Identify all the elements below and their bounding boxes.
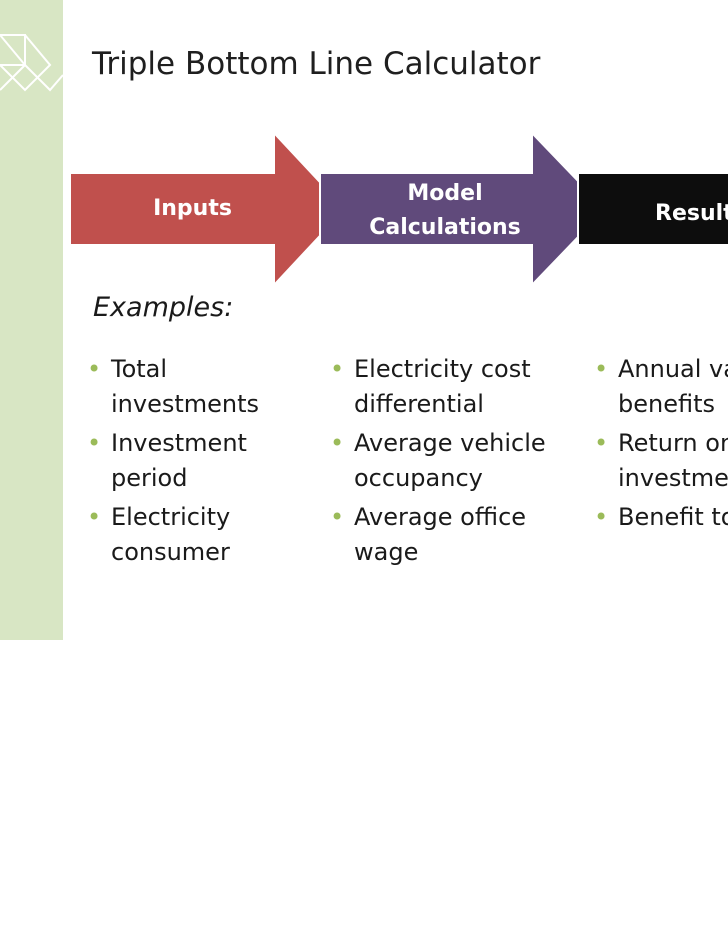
- bullet-icon: •: [594, 429, 609, 457]
- bullet-icon: •: [87, 355, 102, 383]
- inputs-arrow: [69, 130, 347, 288]
- bullet-icon: •: [594, 503, 609, 531]
- bullet-icon: •: [87, 503, 102, 531]
- examples-heading: Examples:: [93, 292, 234, 323]
- bullet-icon: •: [87, 429, 102, 457]
- results-examples-list: •Annual value of benefits •Return on inv…: [572, 352, 728, 539]
- inputs-label: Inputs: [153, 196, 232, 221]
- list-item: •Benefit to cost ratio: [572, 500, 728, 535]
- slide-title: Triple Bottom Line Calculator: [92, 46, 541, 82]
- results-label: Results: [655, 201, 728, 226]
- list-item: •Average vehicle occupancy: [308, 426, 573, 496]
- geometric-logo-icon: [0, 34, 63, 92]
- list-item: •Annual value of benefits: [572, 352, 728, 422]
- model-examples-list: •Electricity cost differential •Average …: [308, 352, 573, 574]
- list-item: •Total investments: [65, 352, 305, 422]
- model-calculations-label: Model Calculations: [369, 181, 521, 240]
- model-calculations-arrow: [319, 130, 607, 288]
- list-item: •Electricity consumer: [65, 500, 305, 570]
- list-item: •Electricity cost differential: [308, 352, 573, 422]
- results-arrow: [577, 172, 728, 246]
- bullet-icon: •: [330, 429, 345, 457]
- bullet-icon: •: [594, 355, 609, 383]
- bullet-icon: •: [330, 355, 345, 383]
- inputs-examples-list: •Total investments •Investment period •E…: [65, 352, 305, 574]
- process-flow: Inputs Model Calculations Results: [0, 0, 728, 300]
- list-item: •Average office wage: [308, 500, 573, 570]
- bullet-icon: •: [330, 503, 345, 531]
- list-item: •Investment period: [65, 426, 305, 496]
- list-item: •Return on investment: [572, 426, 728, 496]
- sidebar-accent: [0, 0, 63, 640]
